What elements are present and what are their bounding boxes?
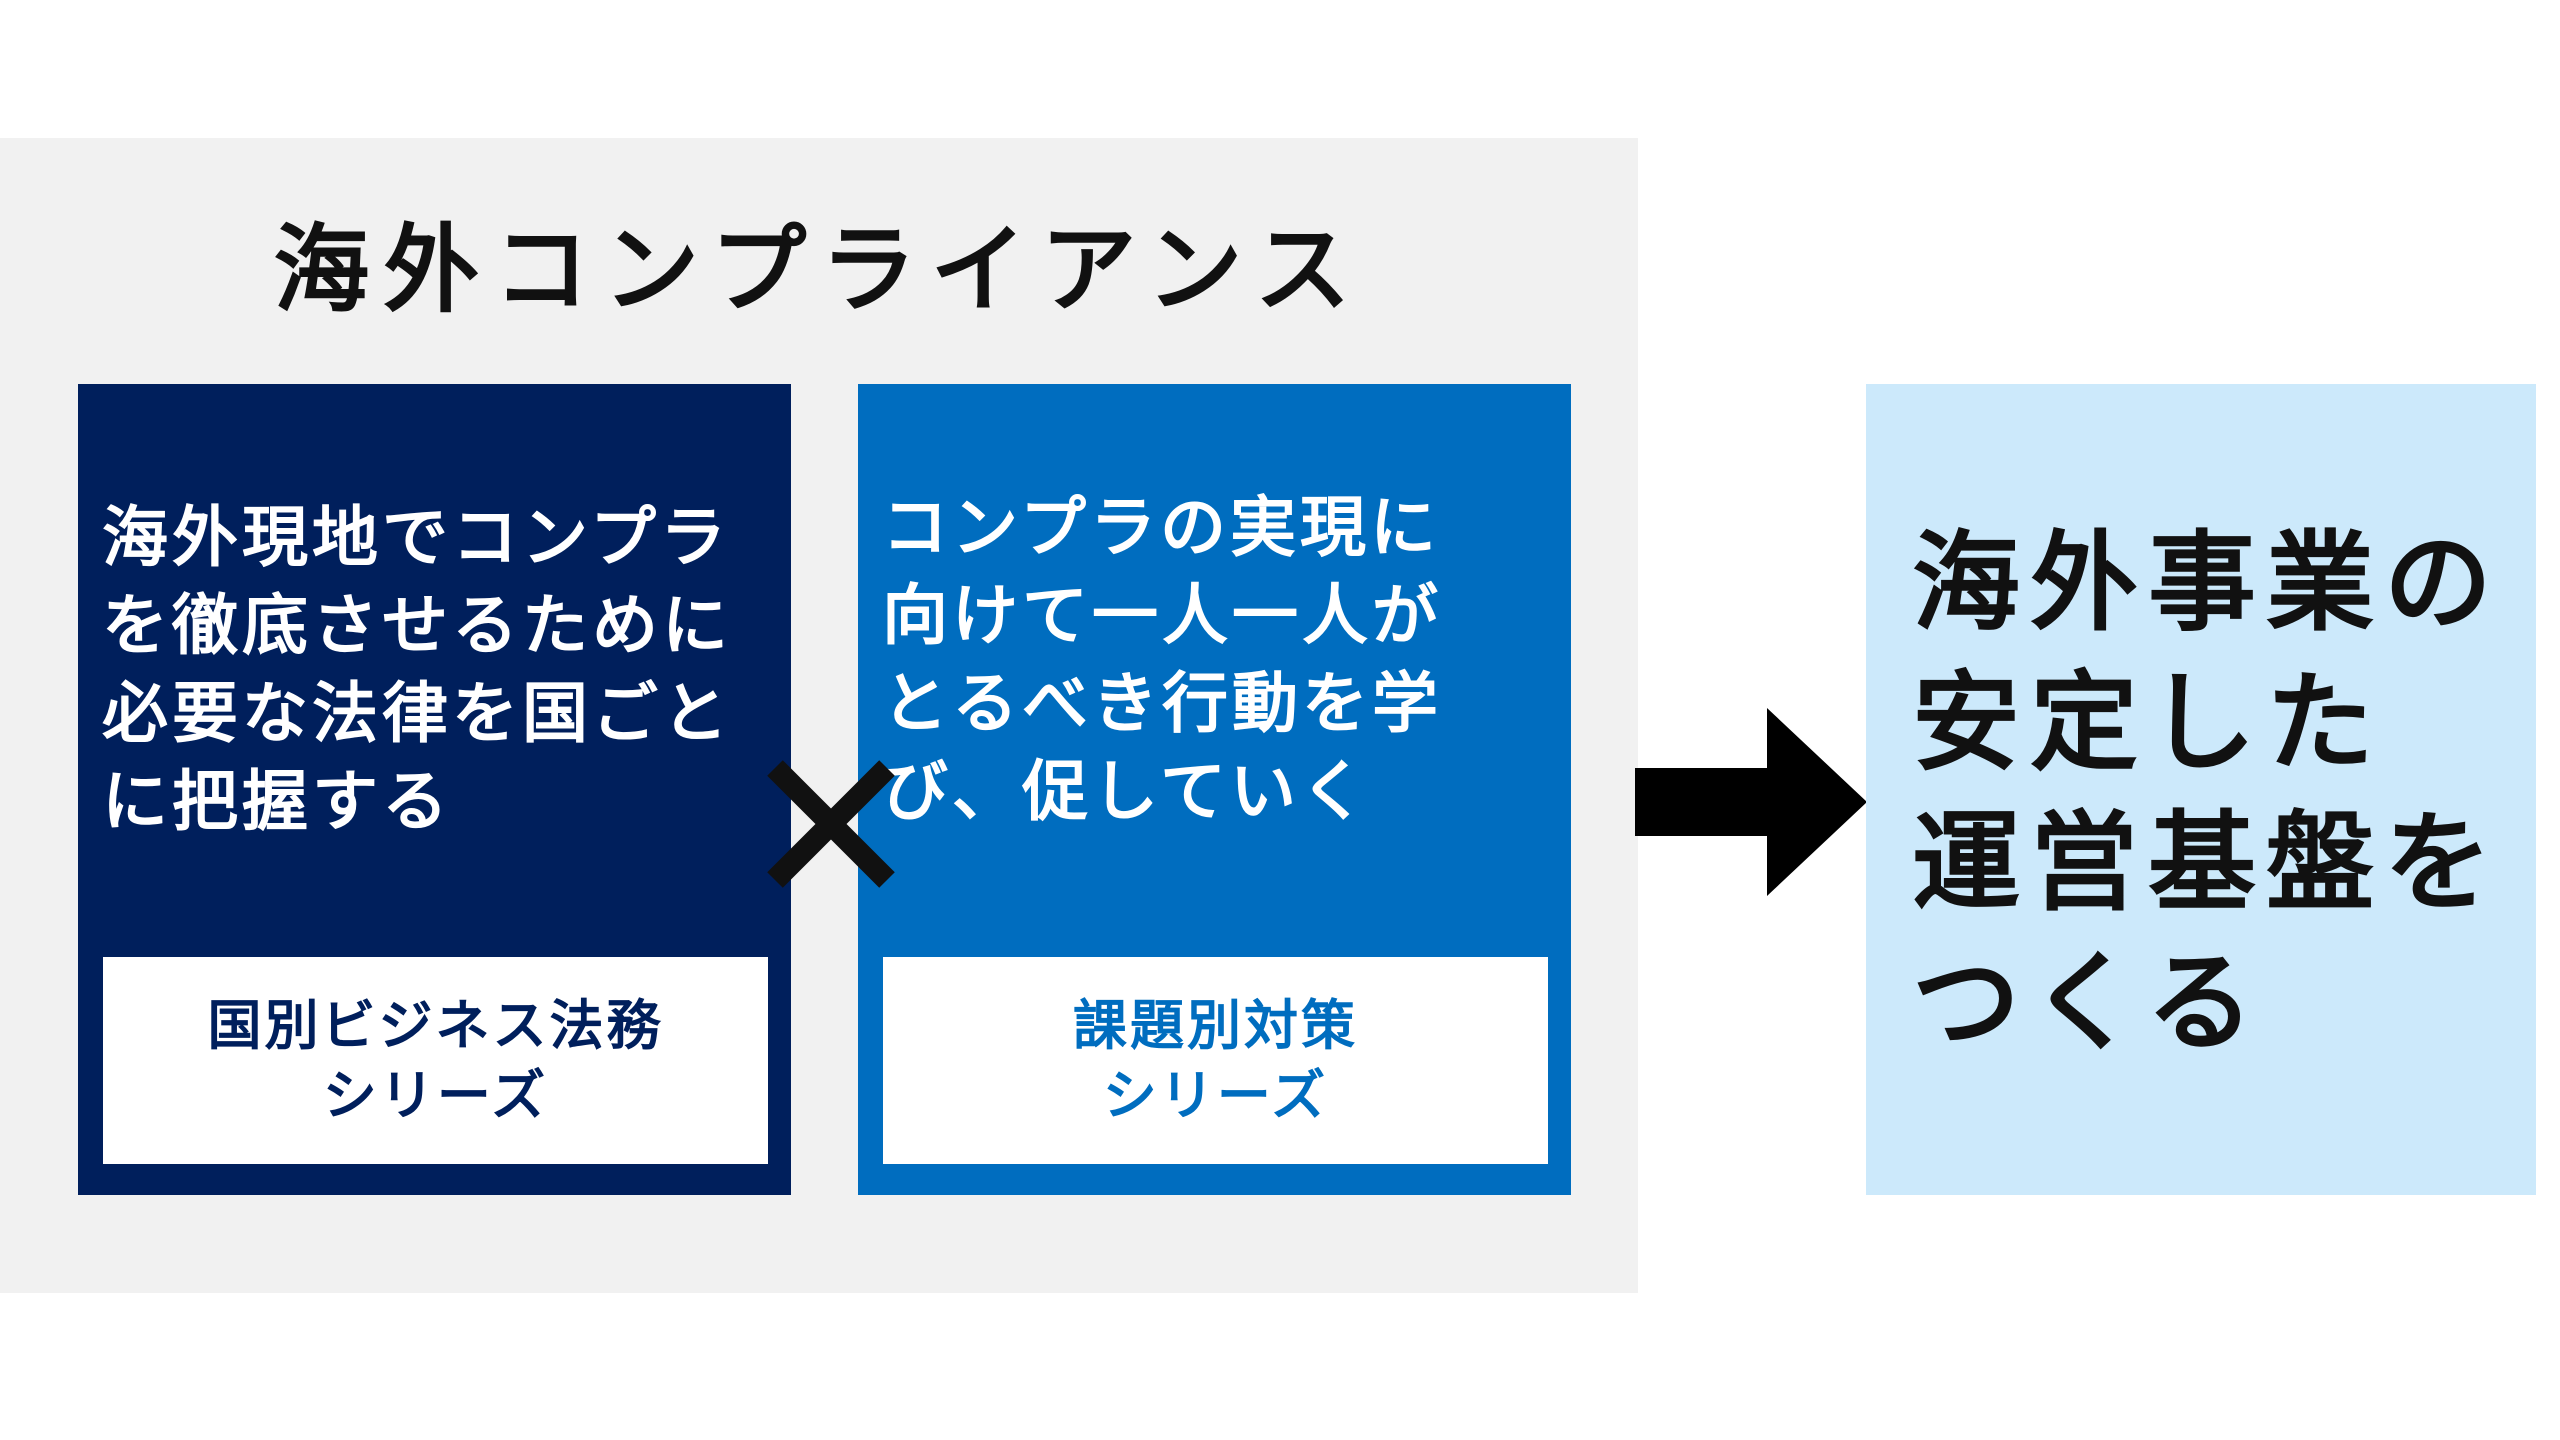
description-line: とるべき行動を学	[882, 665, 1442, 742]
outcome-text: 海外事業の 安定した 運営基盤を つくる	[1912, 514, 2526, 1074]
description-line: 海外現地でコンプラ	[102, 499, 731, 576]
description-line: を徹底させるために	[102, 587, 732, 664]
description-line: 必要な法律を国ごと	[102, 675, 732, 752]
outcome-line: 運営基盤を	[1912, 801, 2503, 926]
issue-measures-series-label: 課題別対策 シリーズ	[883, 957, 1548, 1164]
panel-title: 海外コンプライアンス	[273, 214, 1365, 326]
arrow-right-icon	[1635, 708, 1867, 896]
description-line: コンプラの実現に	[882, 489, 1441, 566]
description-line: に把握する	[102, 763, 452, 840]
series-line: シリーズ	[322, 1063, 549, 1127]
country-law-description: 海外現地でコンプラ を徹底させるために 必要な法律を国ごと に把握する	[102, 494, 767, 846]
outcome-line: つくる	[1912, 941, 2264, 1066]
issue-measures-box: コンプラの実現に 向けて一人一人が とるべき行動を学 び、促していく 課題別対策…	[858, 384, 1571, 1195]
series-line: 国別ビジネス法務	[207, 993, 664, 1057]
times-icon	[767, 760, 895, 888]
description-line: び、促していく	[882, 753, 1371, 830]
series-line: 課題別対策	[1073, 993, 1358, 1057]
description-line: 向けて一人一人が	[882, 577, 1442, 654]
country-law-series-label: 国別ビジネス法務 シリーズ	[103, 957, 768, 1164]
outcome-box: 海外事業の 安定した 運営基盤を つくる	[1866, 384, 2536, 1195]
issue-measures-description: コンプラの実現に 向けて一人一人が とるべき行動を学 び、促していく	[882, 484, 1547, 836]
series-line: シリーズ	[1102, 1063, 1329, 1127]
outcome-line: 安定した	[1912, 661, 2385, 786]
country-law-box: 海外現地でコンプラ を徹底させるために 必要な法律を国ごと に把握する 国別ビジ…	[78, 384, 791, 1195]
outcome-line: 海外事業の	[1912, 521, 2503, 646]
